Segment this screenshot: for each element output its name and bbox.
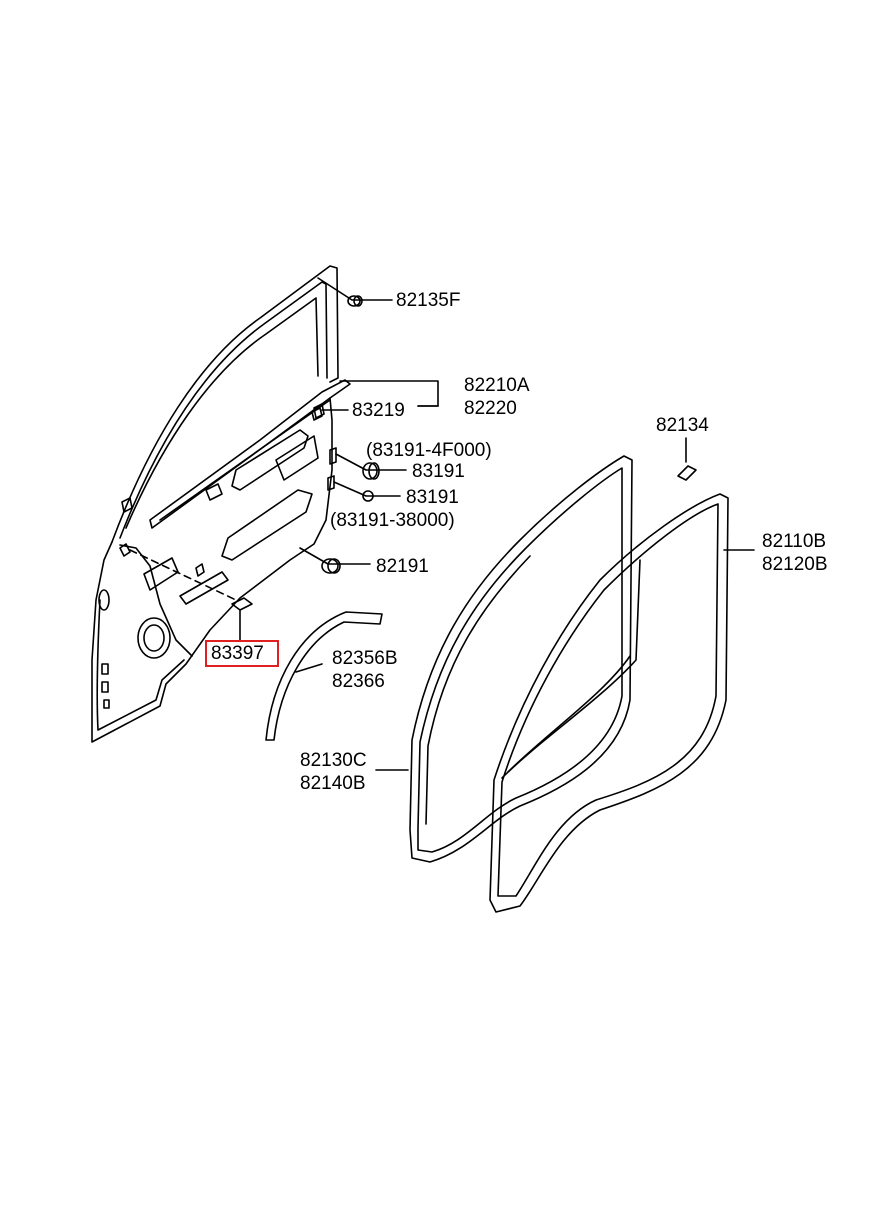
label-82134[interactable]: 82134 bbox=[656, 415, 709, 436]
label-83191-note-38000: (83191-38000) bbox=[330, 510, 455, 531]
body-weatherstrip-drawing bbox=[409, 455, 633, 863]
label-83191-note-4F000: (83191-4F000) bbox=[366, 440, 492, 461]
label-82120B[interactable]: 82120B bbox=[762, 554, 828, 575]
label-82220[interactable]: 82220 bbox=[464, 398, 517, 419]
label-83219[interactable]: 83219 bbox=[352, 400, 405, 421]
door-panel-drawing bbox=[91, 265, 351, 743]
label-82191[interactable]: 82191 bbox=[376, 556, 429, 577]
label-82130C[interactable]: 82130C bbox=[300, 750, 367, 771]
label-82110B[interactable]: 82110B bbox=[762, 531, 827, 552]
door-weatherstrip-drawing bbox=[489, 493, 729, 913]
label-83397[interactable]: 83397 bbox=[211, 643, 264, 664]
label-82356B[interactable]: 82356B bbox=[332, 648, 398, 669]
small-parts bbox=[231, 295, 697, 611]
leader-lines bbox=[129, 277, 755, 771]
label-83191-b[interactable]: 83191 bbox=[406, 487, 459, 508]
highlight-box-83397 bbox=[205, 640, 279, 667]
label-82135F[interactable]: 82135F bbox=[396, 290, 461, 311]
label-82366[interactable]: 82366 bbox=[332, 671, 385, 692]
label-82210A[interactable]: 82210A bbox=[464, 375, 530, 396]
label-83191-a[interactable]: 83191 bbox=[412, 461, 465, 482]
molding-strip-drawing bbox=[265, 611, 383, 741]
label-82140B[interactable]: 82140B bbox=[300, 773, 366, 794]
